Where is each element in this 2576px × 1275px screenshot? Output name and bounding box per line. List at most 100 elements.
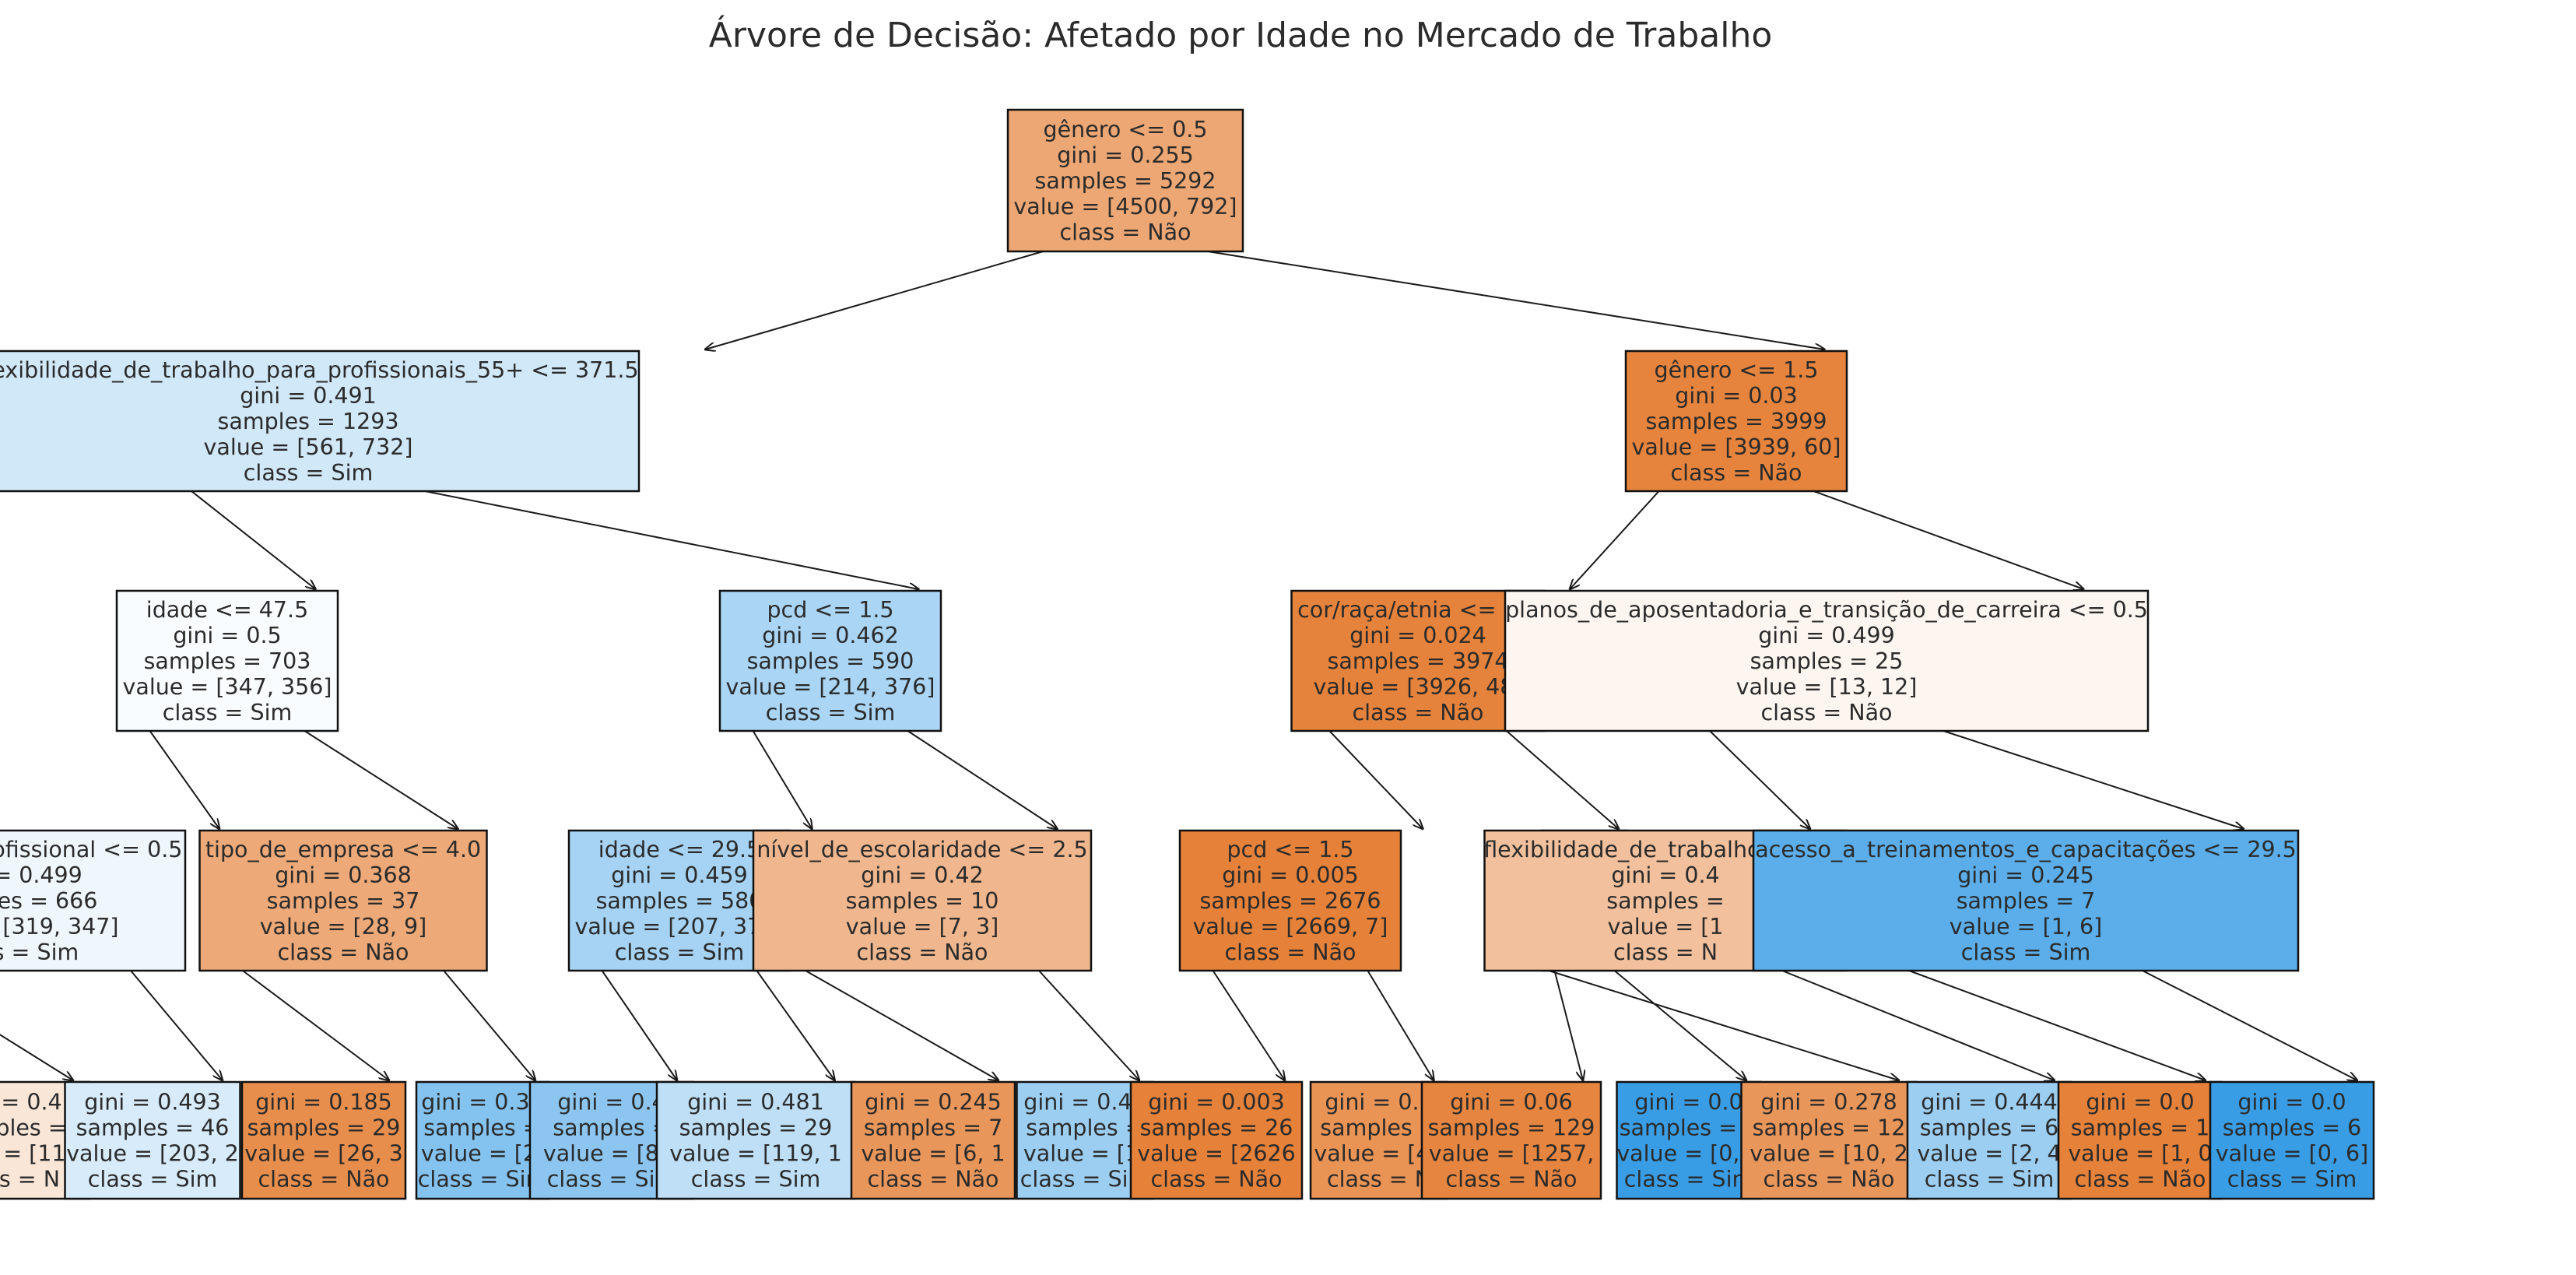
node-line: gini = 0.245 [865, 1090, 1002, 1115]
node-line: class = Não [1761, 700, 1893, 725]
node-line: value = [1, 6] [1950, 914, 2102, 940]
node-line: gini = 0.005 [1222, 862, 1359, 888]
node-line: gini = 0.245 [1957, 862, 2094, 888]
node-line: gini = 0.185 [255, 1090, 392, 1115]
edge-n4-n9 [752, 730, 812, 829]
node-line: pcd <= 1.5 [767, 597, 893, 623]
node-line: idade <= 29.5 [598, 837, 760, 862]
node-line: class = Sim [2227, 1167, 2357, 1192]
node-line: class = Sim [1961, 940, 2091, 965]
node-line: class = N [1327, 1167, 1431, 1192]
node-line: samples = 1293 [218, 409, 399, 434]
edge-n11-n23 [1212, 970, 1285, 1080]
node-line: value = [347, 356] [123, 674, 332, 700]
node-line: value = [1, [1023, 1141, 1146, 1167]
node-line: gini = 0.5 [173, 623, 281, 648]
edge-n10-n21 [805, 970, 998, 1080]
node-line: class = Sim [1020, 1167, 1150, 1192]
node-line: samples = 580 [596, 888, 763, 914]
edge-n5-n12 [1506, 730, 1619, 829]
node-line: samples = 129 [1428, 1115, 1595, 1141]
node-line: value = [203, 2 [66, 1141, 239, 1167]
node-box [1906, 1080, 2072, 1200]
node-line: samples = [423, 1115, 541, 1141]
node-line: gini = 0.4 [0, 1090, 62, 1115]
node-line: gini = 0.1 [1325, 1090, 1433, 1115]
node-box [1624, 349, 1848, 493]
node-line: value = [13, 12] [1736, 674, 1918, 700]
edge-n7-n15 [0, 1034, 73, 1080]
node-line: class = Sim [547, 1167, 677, 1192]
edge-n14-n30 [2142, 970, 2357, 1080]
node-line: value = [214, 376] [726, 674, 935, 700]
node-line: gini = 0.003 [1148, 1090, 1285, 1115]
node-line: gini = 0.0 [1634, 1090, 1742, 1115]
node-line: samples = [1606, 888, 1724, 914]
node-line: class = Sim [766, 700, 896, 725]
node-line: value = [2669, 7] [1193, 914, 1388, 940]
node-line: gini = 0.42 [861, 862, 983, 888]
node-line: value = [7, 3] [846, 914, 998, 940]
node-line: gini = 0.491 [240, 383, 377, 409]
node-box [1290, 589, 1546, 732]
edge-n6-n14 [1943, 730, 2244, 829]
node-line: acesso_a_treinamentos_e_capacitações <= … [1755, 837, 2297, 862]
node-line: value = [3926, 48] [1314, 674, 1523, 700]
edge-n10-n22 [1038, 970, 1139, 1080]
node-line: value = [0, 1 [1616, 1141, 1760, 1167]
node-line: value = [0, 6] [2216, 1141, 2368, 1167]
node-box [2209, 1080, 2375, 1200]
node-line: planos_de_aposentadoria_e_transição_de_c… [1505, 597, 2148, 623]
node-line: gini = 0.255 [1057, 142, 1194, 168]
node-line: class = N [1613, 940, 1718, 965]
node-line: samples = 3999 [1646, 409, 1827, 434]
node-line: samples = 2676 [1200, 888, 1381, 914]
edge-n4-n10 [907, 730, 1057, 829]
node-line: samples = 29 [679, 1115, 833, 1141]
node-line: class = Sim [418, 1167, 548, 1192]
node-box [655, 1080, 856, 1200]
node-line: class = Não [2075, 1167, 2206, 1192]
node-box [1420, 1080, 1602, 1200]
node-line: samples = 12 [1753, 1115, 1906, 1141]
node-line: gini = 0.444 [1921, 1090, 2058, 1115]
node-line: value = [319, 347] [0, 914, 119, 940]
node-line: samples = 1 [2071, 1115, 2210, 1141]
node-line: nível_de_escolaridade <= 2.5 [756, 837, 1087, 862]
edge-n2-n5 [1570, 490, 1660, 589]
node-line: samples = 703 [144, 648, 311, 674]
node-line: gênero <= 1.5 [1655, 357, 1819, 383]
node-box [0, 349, 640, 493]
node-line: samples = 5292 [1035, 168, 1216, 194]
node-line: gini = 0.0 [2086, 1090, 2194, 1115]
node-line: class = Não [258, 1167, 390, 1192]
tree-node-n6: planos_de_aposentadoria_e_transição_de_c… [1504, 589, 2150, 732]
node-box [115, 589, 339, 732]
node-line: gini = 0.499 [0, 862, 82, 888]
edge-n11-n24 [1367, 970, 1434, 1080]
node-line: class = Sim [244, 460, 374, 486]
node-line: class = Sim [691, 1167, 821, 1192]
node-line: samples = 6 [1920, 1115, 2059, 1141]
node-line: tipo_de_empresa <= 4.0 [205, 837, 481, 862]
node-box [240, 1080, 407, 1200]
node-line: value = [2, [421, 1141, 544, 1167]
node-line: value = [4500, 792] [1013, 194, 1237, 220]
node-line: gini = 0.06 [1450, 1090, 1572, 1115]
node-line: value = [2626 [1137, 1141, 1296, 1167]
node-line: samples = 37 [267, 888, 420, 914]
node-line: class = Não [1060, 220, 1191, 245]
node-line: gini = 0.44 [1023, 1090, 1146, 1115]
node-line: value = [10, 2 [1750, 1141, 1907, 1167]
